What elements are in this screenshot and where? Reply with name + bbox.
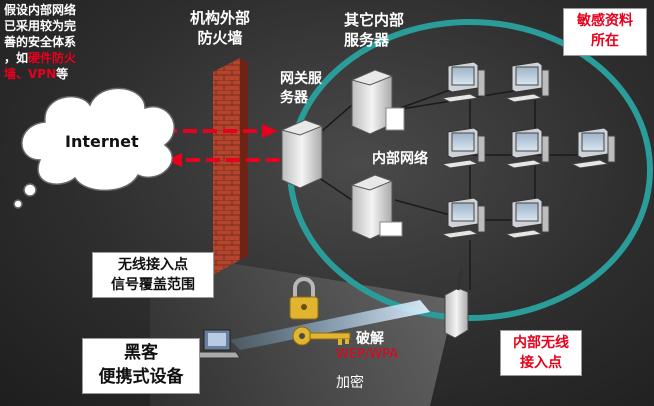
other-server-top: [350, 69, 405, 135]
wireless-ap-label-line-1: 内部无线: [513, 335, 569, 351]
laptop-icon: [195, 329, 241, 359]
workstation-7: [504, 197, 550, 239]
traffic-arrows: [163, 124, 280, 167]
network-links: [299, 89, 580, 290]
intro-highlight-2: 墙、VPN: [4, 67, 57, 81]
internet-label: Internet: [65, 132, 139, 151]
wep-wpa-label: WEP/WPA: [336, 347, 399, 362]
coverage-label-box: 无线接入点 信号覆盖范围: [92, 252, 214, 298]
gateway-label-line-1: 网关服: [280, 71, 322, 87]
internet-cloud: [13, 87, 175, 209]
workstation-2: [504, 61, 550, 103]
crack-label: 破解: [356, 331, 384, 347]
workstation-6: [440, 197, 486, 239]
padlock-icon: [289, 277, 319, 320]
workstation-5: [570, 127, 616, 169]
gateway-label-line-2: 务器: [280, 90, 308, 106]
encrypt-label: 加密: [336, 375, 364, 391]
other-server-bottom: [350, 174, 403, 240]
other-servers-label-line-2: 服务器: [344, 31, 390, 49]
hacker-label-box: 黑客 便携式设备: [82, 338, 200, 394]
coverage-label-line-1: 无线接入点: [118, 257, 188, 273]
intro-line-4: ，如硬件防火: [4, 50, 76, 66]
intro-line-5: 墙、VPN等: [4, 66, 76, 82]
workstation-1: [440, 61, 486, 103]
gateway-server: [280, 119, 324, 189]
workstation-4: [504, 127, 550, 169]
signal-beam: [230, 300, 430, 350]
intro-line-5-suffix: 等: [56, 67, 69, 81]
sensitive-label-line-2: 所在: [591, 33, 619, 49]
hacker-label-line-1: 黑客: [124, 343, 158, 363]
coverage-label-line-2: 信号覆盖范围: [111, 277, 195, 293]
workstation-3: [440, 127, 486, 169]
firewall-wall: [213, 58, 248, 275]
sensitive-label-line-1: 敏感资料: [577, 13, 633, 29]
firewall-label-line-2: 防火墙: [197, 29, 243, 47]
internal-network-label: 内部网络: [372, 151, 428, 167]
key-icon: [292, 326, 351, 346]
intro-line-3: 善的安全体系: [4, 35, 77, 49]
intro-highlight-1: 硬件防火: [28, 51, 77, 65]
wireless-ap-label-box: 内部无线 接入点: [500, 330, 582, 376]
intro-text: 假设内部网络 已采用较为完 善的安全体系 ，如硬件防火 墙、VPN等: [4, 2, 76, 82]
intro-line-4-prefix: ，如: [4, 51, 29, 65]
intro-line-1: 假设内部网络: [4, 3, 77, 17]
intro-line-2: 已采用较为完: [4, 19, 77, 33]
wireless-ap-label-line-2: 接入点: [520, 355, 562, 371]
hacker-label-line-2: 便携式设备: [98, 367, 184, 387]
gateway-label: 网关服 务器: [280, 70, 322, 108]
firewall-label-line-1: 机构外部: [190, 9, 251, 27]
sensitive-data-box: 敏感资料 所在: [563, 8, 647, 56]
firewall-label: 机构外部 防火墙: [190, 8, 250, 48]
other-servers-label: 其它内部 服务器: [344, 10, 404, 50]
wireless-ap-device: [444, 267, 469, 339]
workstations: [440, 61, 616, 239]
other-servers-label-line-1: 其它内部: [344, 11, 405, 29]
